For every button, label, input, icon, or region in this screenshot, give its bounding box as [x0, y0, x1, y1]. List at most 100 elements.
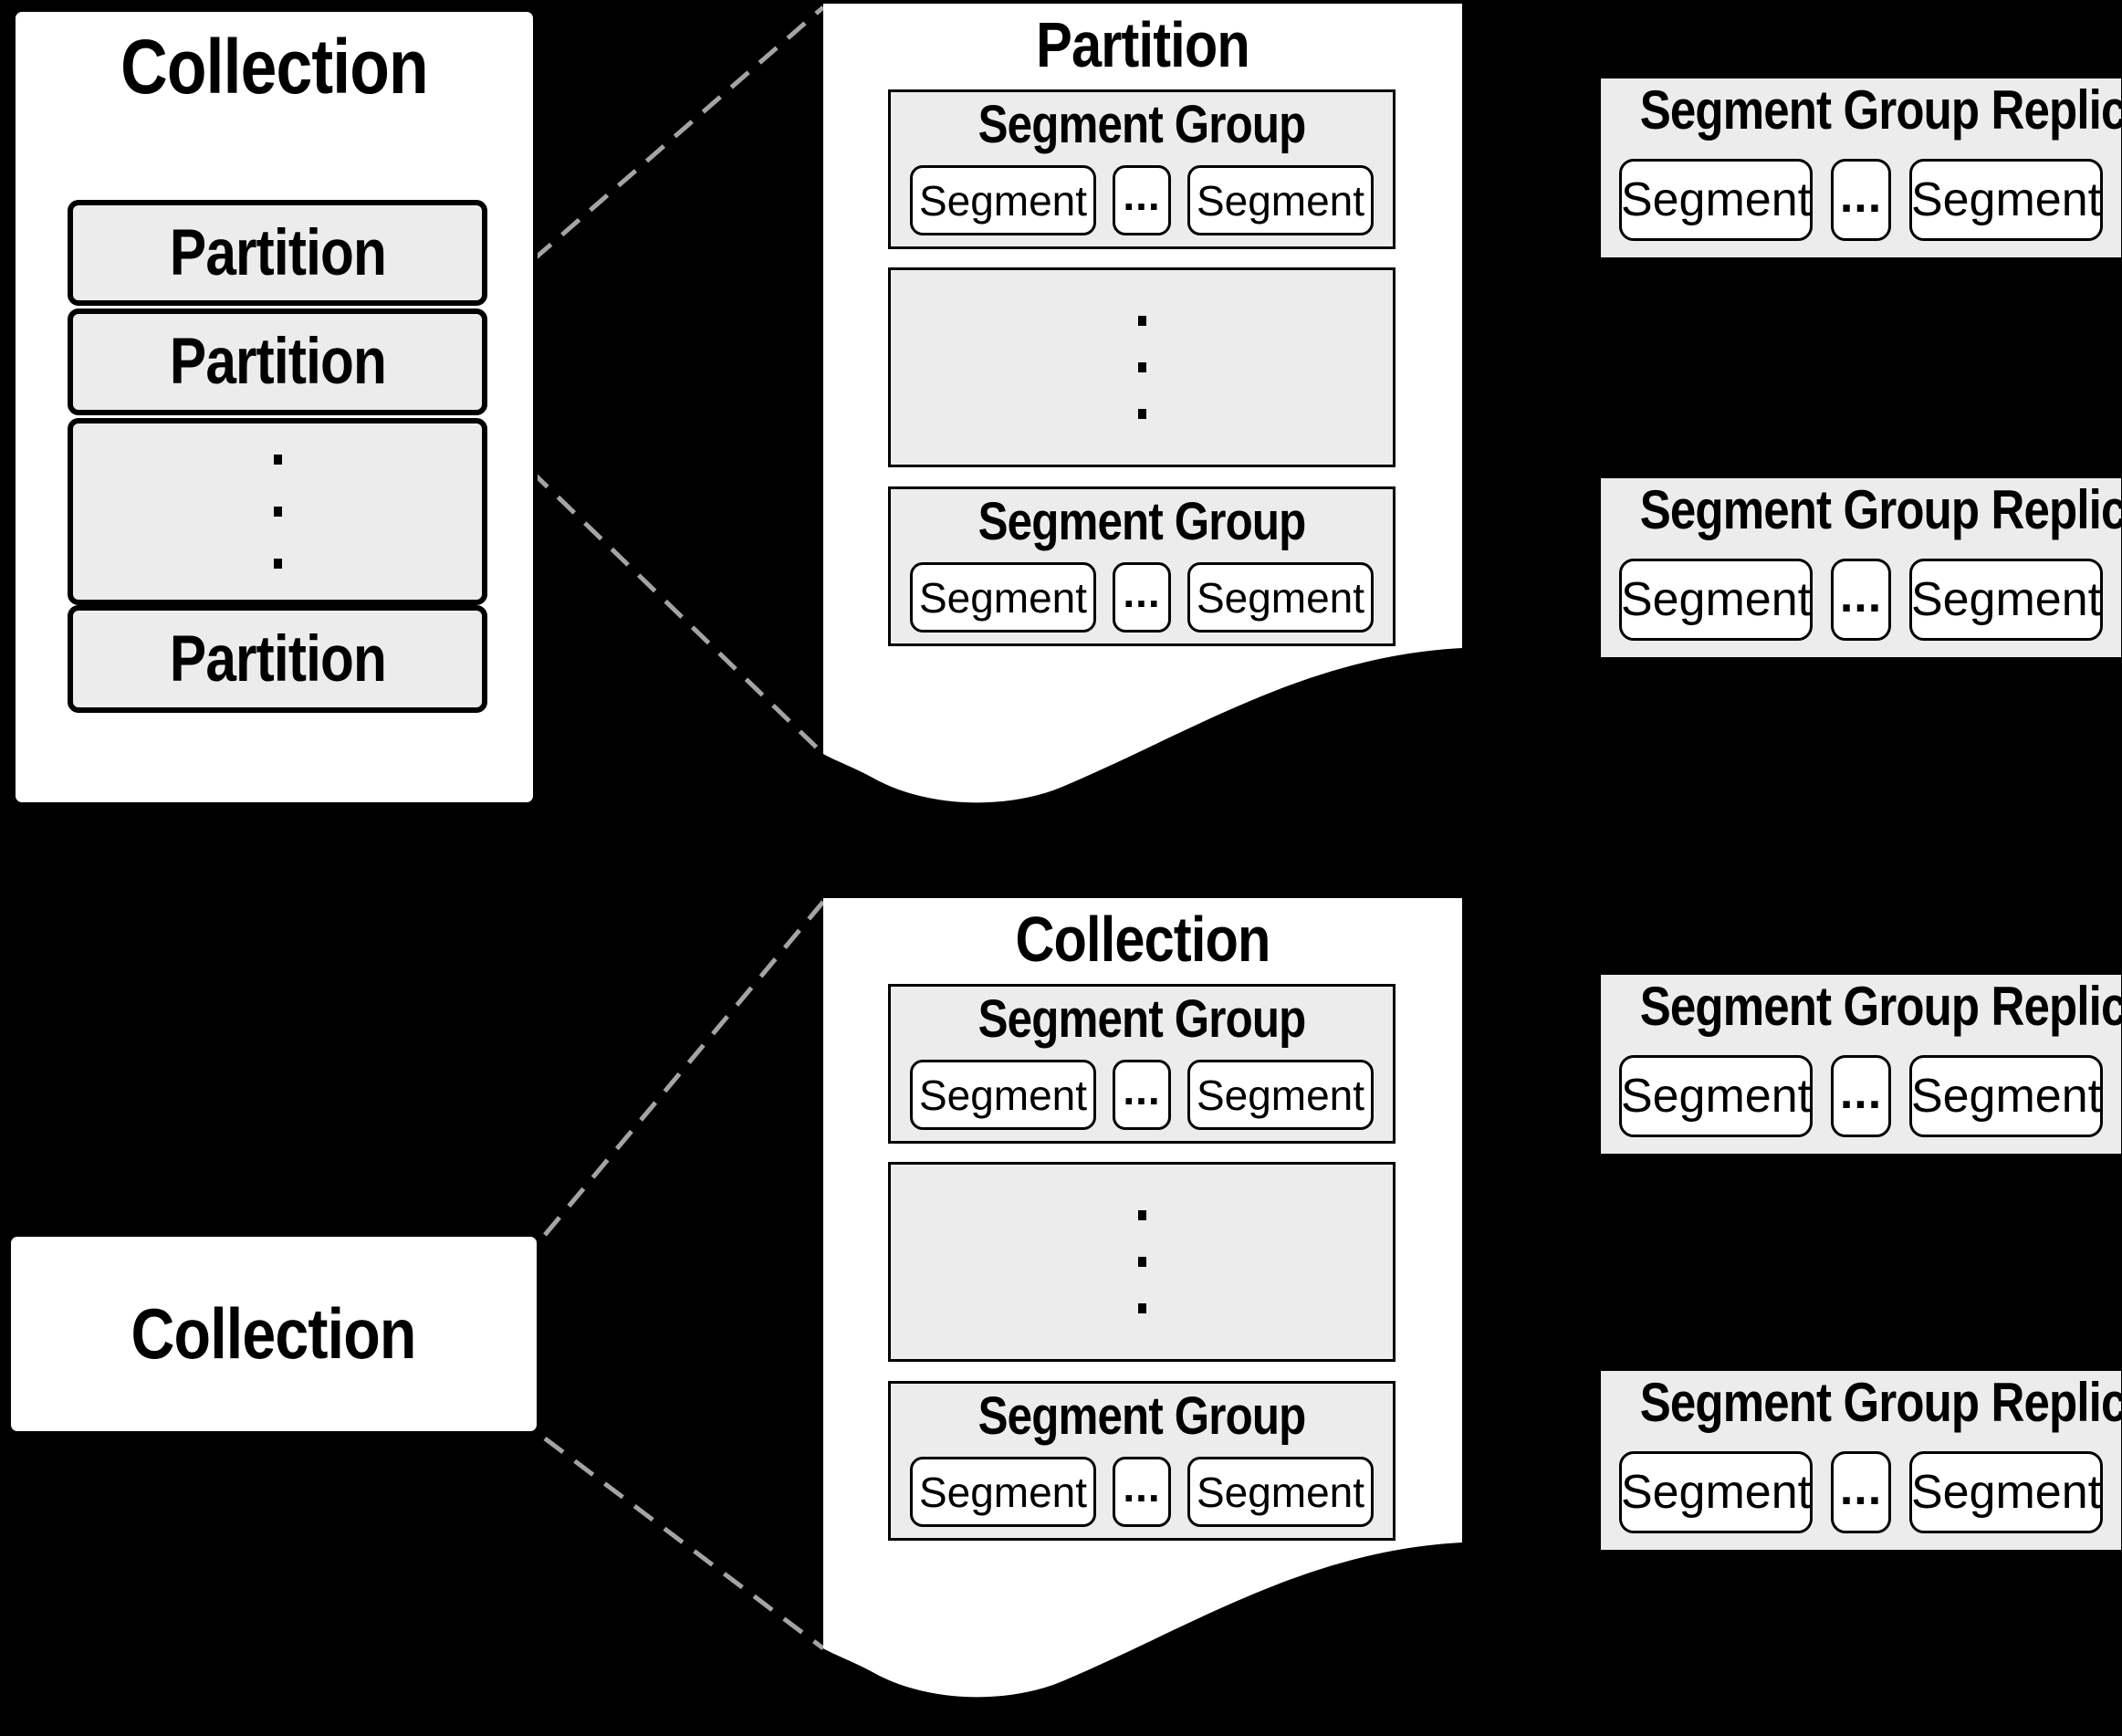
segment-chip-label: Segment: [918, 1468, 1088, 1516]
ellipsis-chip-label: ...: [1123, 172, 1161, 219]
segment-chip-row: Segment ... Segment: [891, 165, 1393, 235]
segment-chip-label: Segment: [1910, 1466, 2102, 1519]
vertical-ellipsis-dot: [1137, 316, 1146, 326]
ellipsis-chip: ...: [1831, 1055, 1891, 1137]
segment-chip-label: Segment: [1620, 573, 1812, 626]
segment-group-replica-3: Segment Group Replica Segment ... Segmen…: [1601, 975, 2122, 1154]
ellipsis-chip-label: ...: [1123, 1066, 1161, 1114]
segment-chip: Segment: [1909, 1451, 2103, 1533]
segment-chip-label: Segment: [1196, 1071, 1365, 1119]
partition-row-1: Partition: [68, 200, 487, 306]
segment-chip-label: Segment: [1196, 573, 1365, 622]
segment-chip-label: Segment: [1196, 176, 1365, 225]
ellipsis-chip-label: ...: [1839, 570, 1883, 622]
segment-group-replica-4: Segment Group Replica Segment ... Segmen…: [1601, 1371, 2122, 1550]
segment-group-box: Segment Group Segment ... Segment: [888, 89, 1396, 249]
segment-chip: Segment: [910, 165, 1096, 235]
collection-page: Collection Segment Group Segment ... Seg…: [823, 898, 1462, 1736]
replica-title: Segment Group Replica: [1639, 479, 2122, 540]
segment-chip-label: Segment: [1196, 1468, 1365, 1516]
segment-chip-row: Segment ... Segment: [891, 1457, 1393, 1527]
collection-container-title: Collection: [120, 24, 428, 110]
ellipsis-chip: ...: [1113, 562, 1171, 633]
segment-chip-row: Segment ... Segment: [1601, 559, 2121, 641]
segment-chip-label: Segment: [1620, 1070, 1812, 1123]
vertical-ellipsis-dot: [273, 507, 282, 517]
segment-chip-row: Segment ... Segment: [1601, 159, 2121, 241]
segment-chip-label: Segment: [1620, 173, 1812, 226]
partition-row-2-label: Partition: [169, 326, 386, 398]
ellipsis-chip-label: ...: [1839, 1066, 1883, 1119]
partition-row-1-label: Partition: [169, 216, 386, 289]
replica-title: Segment Group Replica: [1639, 976, 2122, 1037]
segment-group-ellipsis-box: [888, 267, 1396, 467]
segment-chip-label: Segment: [918, 573, 1088, 622]
vertical-ellipsis-dot: [1137, 1210, 1146, 1220]
ellipsis-chip-label: ...: [1839, 1462, 1883, 1515]
ellipsis-chip-label: ...: [1123, 569, 1161, 616]
segment-chip-row: Segment ... Segment: [1601, 1451, 2121, 1533]
segment-chip: Segment: [1619, 1055, 1813, 1137]
collection-box-title: Collection: [131, 1293, 417, 1374]
collection-page-title: Collection: [1015, 904, 1270, 975]
segment-chip: Segment: [910, 562, 1096, 633]
segment-chip-label: Segment: [918, 1071, 1088, 1119]
replica-title: Segment Group Replica: [1639, 79, 2122, 141]
ellipsis-chip-label: ...: [1839, 170, 1883, 223]
segment-chip: Segment: [1619, 159, 1813, 241]
vertical-ellipsis-dot: [1137, 1257, 1146, 1267]
segment-chip-label: Segment: [1910, 573, 2102, 626]
segment-chip-label: Segment: [1910, 173, 2102, 226]
vertical-ellipsis-dot: [273, 455, 282, 465]
segment-chip-row: Segment ... Segment: [891, 562, 1393, 633]
segment-group-box: Segment Group Segment ... Segment: [888, 1381, 1396, 1541]
ellipsis-chip-label: ...: [1123, 1463, 1161, 1511]
segment-chip: Segment: [1909, 1055, 2103, 1137]
segment-group-title: Segment Group: [977, 1386, 1307, 1446]
segment-chip: Segment: [910, 1060, 1096, 1130]
ellipsis-chip: ...: [1113, 1457, 1171, 1527]
segment-chip: Segment: [1187, 165, 1374, 235]
segment-group-title: Segment Group: [977, 492, 1307, 551]
dashed-connector-bottom-upper: [543, 900, 825, 1237]
collection-container: Collection Partition Partition Partition: [11, 7, 538, 807]
partition-row-3-label: Partition: [169, 622, 386, 695]
segment-group-box: Segment Group Segment ... Segment: [888, 984, 1396, 1144]
segment-group-title: Segment Group: [977, 95, 1307, 154]
segment-chip: Segment: [1619, 1451, 1813, 1533]
segment-chip-row: Segment ... Segment: [1601, 1055, 2121, 1137]
ellipsis-chip: ...: [1113, 1060, 1171, 1130]
partition-row-2: Partition: [68, 309, 487, 415]
vertical-ellipsis-dot: [1137, 362, 1146, 372]
ellipsis-chip: ...: [1831, 1451, 1891, 1533]
segment-group-title: Segment Group: [977, 989, 1307, 1049]
ellipsis-chip: ...: [1831, 159, 1891, 241]
segment-group-replica-1: Segment Group Replica Segment ... Segmen…: [1601, 78, 2122, 257]
segment-chip-label: Segment: [1910, 1070, 2102, 1123]
ellipsis-chip: ...: [1113, 165, 1171, 235]
partition-page: Partition Segment Group Segment ... Segm…: [823, 4, 1462, 842]
replica-title: Segment Group Replica: [1639, 1372, 2122, 1433]
partition-ellipsis-box: [68, 418, 487, 605]
partition-row-3: Partition: [68, 605, 487, 713]
segment-group-replica-2: Segment Group Replica Segment ... Segmen…: [1601, 478, 2122, 657]
segment-chip: Segment: [1619, 559, 1813, 641]
vertical-ellipsis-dot: [1137, 409, 1146, 419]
vertical-ellipsis-dot: [273, 559, 282, 569]
segment-chip: Segment: [1187, 562, 1374, 633]
segment-chip-label: Segment: [1620, 1466, 1812, 1519]
segment-chip: Segment: [1187, 1060, 1374, 1130]
ellipsis-chip: ...: [1831, 559, 1891, 641]
partition-page-title: Partition: [1036, 9, 1250, 80]
segment-chip: Segment: [1909, 559, 2103, 641]
segment-chip: Segment: [910, 1457, 1096, 1527]
segment-group-box: Segment Group Segment ... Segment: [888, 486, 1396, 646]
segment-chip-label: Segment: [918, 176, 1088, 225]
segment-chip: Segment: [1187, 1457, 1374, 1527]
segment-group-ellipsis-box: [888, 1162, 1396, 1362]
dashed-connector-bottom-lower: [543, 1437, 825, 1650]
segment-chip-row: Segment ... Segment: [891, 1060, 1393, 1130]
segment-chip: Segment: [1909, 159, 2103, 241]
collection-box: Collection: [6, 1232, 541, 1436]
